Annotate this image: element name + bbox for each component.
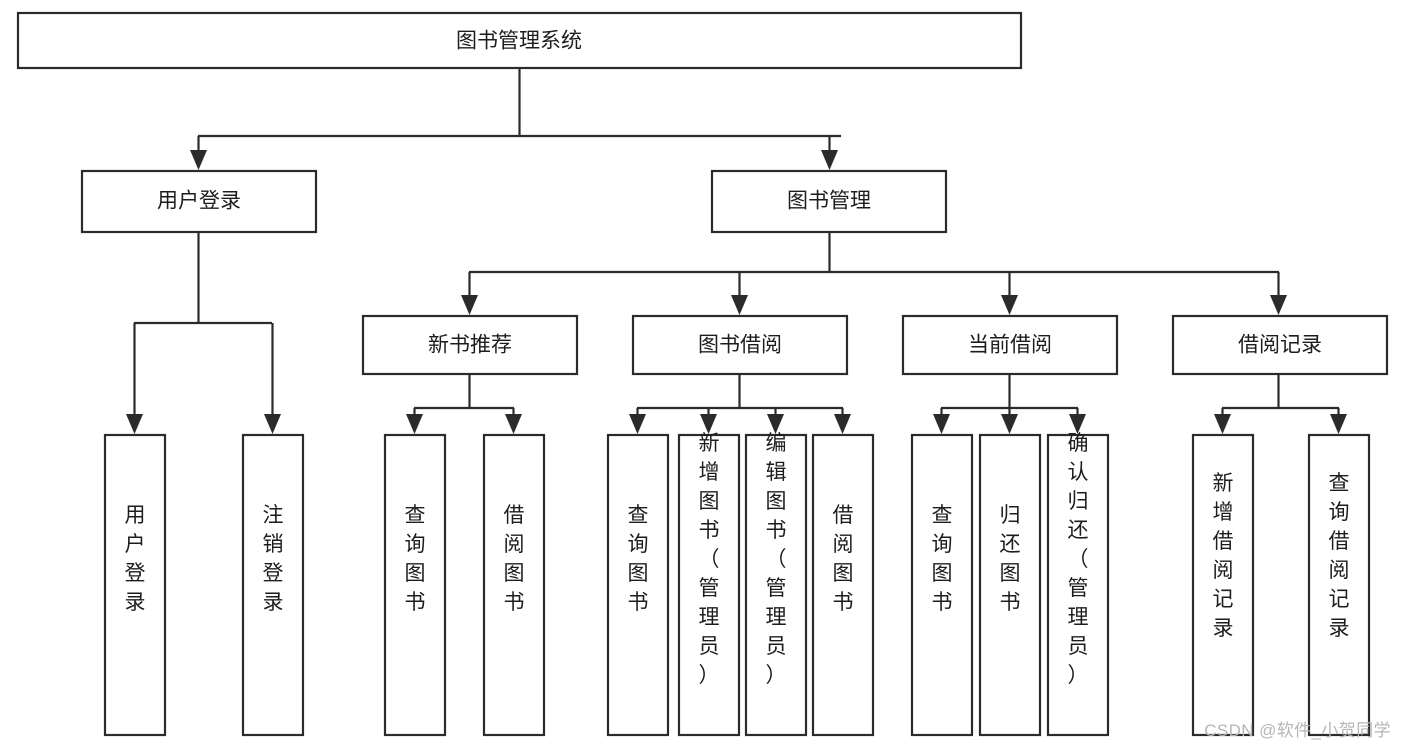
arrow-head-to-newbook: [461, 295, 478, 315]
arrow-head-to-bookmgmt: [821, 150, 838, 170]
leaf-bookborrow-query-label: 查询图书: [628, 504, 649, 614]
arrow-head-currentborrow-leaf-2: [1001, 414, 1018, 434]
node-new-book-recommend[interactable]: 新书推荐: [361, 314, 579, 376]
leaf-newbook-query-box[interactable]: [383, 433, 447, 737]
node-book-management-box[interactable]: [710, 169, 948, 234]
connector-group-new-book: [406, 375, 522, 434]
leaf-currentborrow-query-box[interactable]: [910, 433, 974, 737]
node-current-borrow-box[interactable]: [901, 314, 1119, 376]
node-root-system-label: 图书管理系统: [456, 30, 582, 53]
arrow-head-newbook-leaf-1: [406, 414, 423, 434]
leaf-user-login-box[interactable]: [103, 433, 167, 737]
leaf-node[interactable]: 确认归还（管理员）: [1046, 432, 1110, 737]
leaf-borrowrecord-query-box[interactable]: [1307, 433, 1371, 737]
node-current-borrow[interactable]: 当前借阅: [901, 314, 1119, 376]
node-book-borrow-label: 图书借阅: [698, 334, 782, 357]
node-root-system[interactable]: 图书管理系统: [16, 11, 1023, 70]
node-borrow-record-label: 借阅记录: [1238, 334, 1322, 357]
arrow-head-currentborrow-leaf-3: [1069, 414, 1086, 434]
leaf-newbook-borrow-label: 借阅图书: [504, 504, 525, 614]
arrow-head-currentborrow-leaf-1: [933, 414, 950, 434]
leaf-bookborrow-borrow-label: 借阅图书: [833, 504, 854, 614]
leaf-bookborrow-edit-box[interactable]: [744, 433, 808, 737]
arrow-head-bookborrow-leaf-3: [767, 414, 784, 434]
leaf-node[interactable]: 查询借阅记录: [1307, 433, 1371, 737]
node-book-management[interactable]: 图书管理: [710, 169, 948, 234]
leaf-currentborrow-return-label: 归还图书: [1000, 504, 1021, 614]
leaf-borrowrecord-add-box[interactable]: [1191, 433, 1255, 737]
leaf-bookborrow-add-box[interactable]: [677, 433, 741, 737]
leaf-bookborrow-add-label: 新增图书（管理员）: [699, 432, 720, 687]
node-book-borrow-box[interactable]: [631, 314, 849, 376]
node-borrow-record[interactable]: 借阅记录: [1171, 314, 1389, 376]
arrow-head-login-leaf-2: [264, 414, 281, 434]
leaf-currentborrow-query-label: 查询图书: [932, 504, 953, 614]
node-user-login-label: 用户登录: [157, 190, 241, 213]
leaf-logout-label: 注销登录: [263, 504, 284, 614]
node-new-book-recommend-box[interactable]: [361, 314, 579, 376]
leaf-newbook-borrow-box[interactable]: [482, 433, 546, 737]
arrow-head-newbook-leaf-2: [505, 414, 522, 434]
arrow-head-bookborrow-leaf-2: [700, 414, 717, 434]
leaf-user-login-label: 用户登录: [125, 504, 146, 614]
node-root-system-box[interactable]: [16, 11, 1023, 70]
connector-group-root: [190, 68, 841, 170]
node-current-borrow-label: 当前借阅: [968, 334, 1052, 357]
leaf-currentborrow-confirm-label: 确认归还（管理员）: [1068, 432, 1089, 687]
watermark-text: CSDN @软件_小贺同学: [1204, 721, 1391, 740]
leaf-node[interactable]: 借阅图书: [482, 433, 546, 737]
arrow-head-login-leaf-1: [126, 414, 143, 434]
leaf-borrowrecord-add-label: 新增借阅记录: [1213, 472, 1234, 640]
connector-group-borrow-record: [1214, 375, 1347, 434]
leaf-node[interactable]: 查询图书: [910, 433, 974, 737]
connector-group-user-login: [126, 232, 281, 434]
leaf-bookborrow-edit-label: 编辑图书（管理员）: [766, 432, 787, 687]
leaf-node[interactable]: 新增借阅记录: [1191, 433, 1255, 737]
arrow-head-to-bookborrow: [731, 295, 748, 315]
connector-group-current-borrow: [933, 375, 1086, 434]
leaf-borrowrecord-query-label: 查询借阅记录: [1329, 472, 1350, 640]
node-book-management-label: 图书管理: [787, 190, 871, 213]
leaf-currentborrow-return-box[interactable]: [978, 433, 1042, 737]
arrow-head-borrowrecord-leaf-2: [1330, 414, 1347, 434]
leaf-node[interactable]: 注销登录: [241, 433, 305, 737]
leaf-currentborrow-confirm-box[interactable]: [1046, 433, 1110, 737]
arrow-head-to-currentborrow: [1001, 295, 1018, 315]
leaf-bookborrow-query-box[interactable]: [606, 433, 670, 737]
leaf-node[interactable]: 借阅图书: [811, 433, 875, 737]
leaf-node[interactable]: 查询图书: [606, 433, 670, 737]
node-borrow-record-box[interactable]: [1171, 314, 1389, 376]
arrow-head-to-login: [190, 150, 207, 170]
arrow-head-to-borrowrecord: [1270, 295, 1287, 315]
leaf-newbook-query-label: 查询图书: [405, 504, 426, 614]
leaf-logout-box[interactable]: [241, 433, 305, 737]
leaf-node[interactable]: 查询图书: [383, 433, 447, 737]
leaf-node[interactable]: 用户登录: [103, 433, 167, 737]
connector-group-book-borrow: [629, 375, 851, 434]
node-user-login-box[interactable]: [80, 169, 318, 234]
node-user-login[interactable]: 用户登录: [80, 169, 318, 234]
arrow-head-bookborrow-leaf-1: [629, 414, 646, 434]
leaf-node[interactable]: 新增图书（管理员）: [677, 432, 741, 737]
arrow-head-bookborrow-leaf-4: [834, 414, 851, 434]
leaf-node[interactable]: 编辑图书（管理员）: [744, 432, 808, 737]
connector-group-book-management: [461, 232, 1287, 315]
leaf-bookborrow-borrow-box[interactable]: [811, 433, 875, 737]
leaf-node[interactable]: 归还图书: [978, 433, 1042, 737]
node-book-borrow[interactable]: 图书借阅: [631, 314, 849, 376]
node-new-book-recommend-label: 新书推荐: [428, 334, 512, 357]
arrow-head-borrowrecord-leaf-1: [1214, 414, 1231, 434]
